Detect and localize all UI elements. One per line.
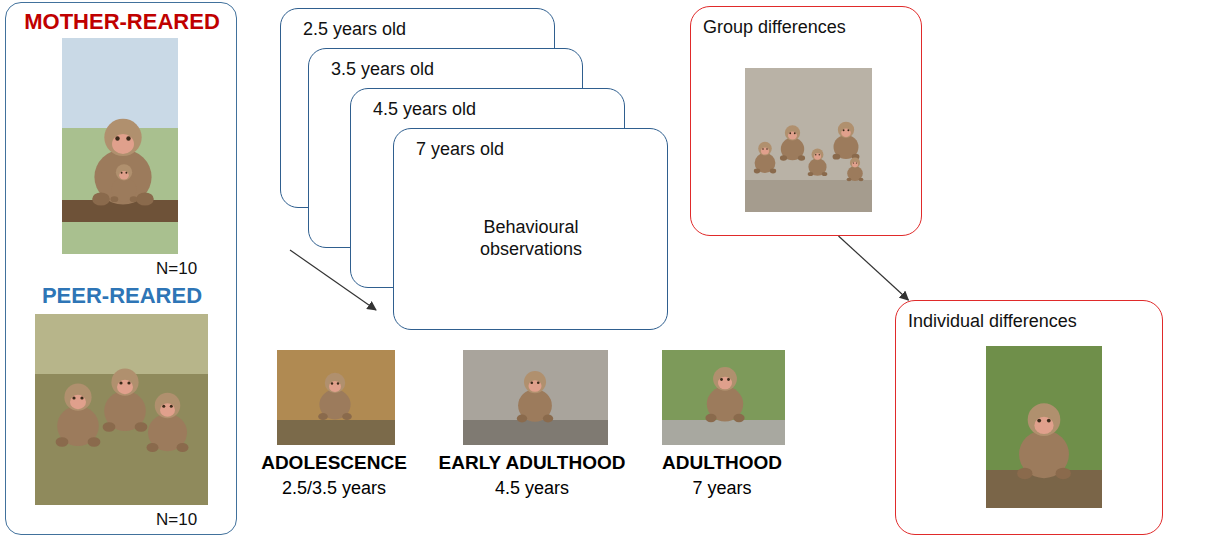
stage-age: 4.5 years — [495, 478, 569, 500]
group-panel: MOTHER-REAREDN=10PEER-REAREDN=10 — [5, 2, 237, 535]
node-text: Behavioural observations — [446, 217, 616, 260]
mother-photo — [62, 38, 178, 254]
flow-arrow — [838, 236, 908, 300]
adolescence-photo — [277, 350, 395, 445]
stage-age: 2.5/3.5 years — [282, 478, 386, 500]
early-adulthood-photo — [463, 350, 608, 445]
node-heading: 4.5 years old — [373, 99, 613, 121]
node-heading: Group differences — [703, 17, 913, 39]
analysis-box: Group differences — [690, 6, 922, 236]
node-heading: 2.5 years old — [303, 19, 543, 41]
adulthood-photo — [662, 350, 785, 445]
node-text: PEER-REARED — [6, 283, 238, 309]
node-text: N=10 — [156, 510, 232, 530]
age-card: 7 years oldBehavioural observations — [393, 128, 668, 330]
node-heading: Individual differences — [908, 311, 1153, 333]
stage-name: ADOLESCENCE — [261, 452, 407, 475]
individual-photo — [986, 346, 1102, 508]
node-heading: 3.5 years old — [331, 59, 571, 81]
node-heading: MOTHER-REARED — [6, 9, 238, 35]
stage-name: EARLY ADULTHOOD — [439, 452, 626, 475]
peer-photo — [35, 314, 208, 505]
stage-age: 7 years — [692, 478, 751, 500]
analysis-box: Individual differences — [895, 300, 1163, 535]
node-text: N=10 — [156, 259, 232, 279]
stage-name: ADULTHOOD — [662, 452, 782, 475]
group-photo — [745, 68, 872, 212]
node-heading: 7 years old — [416, 139, 656, 161]
